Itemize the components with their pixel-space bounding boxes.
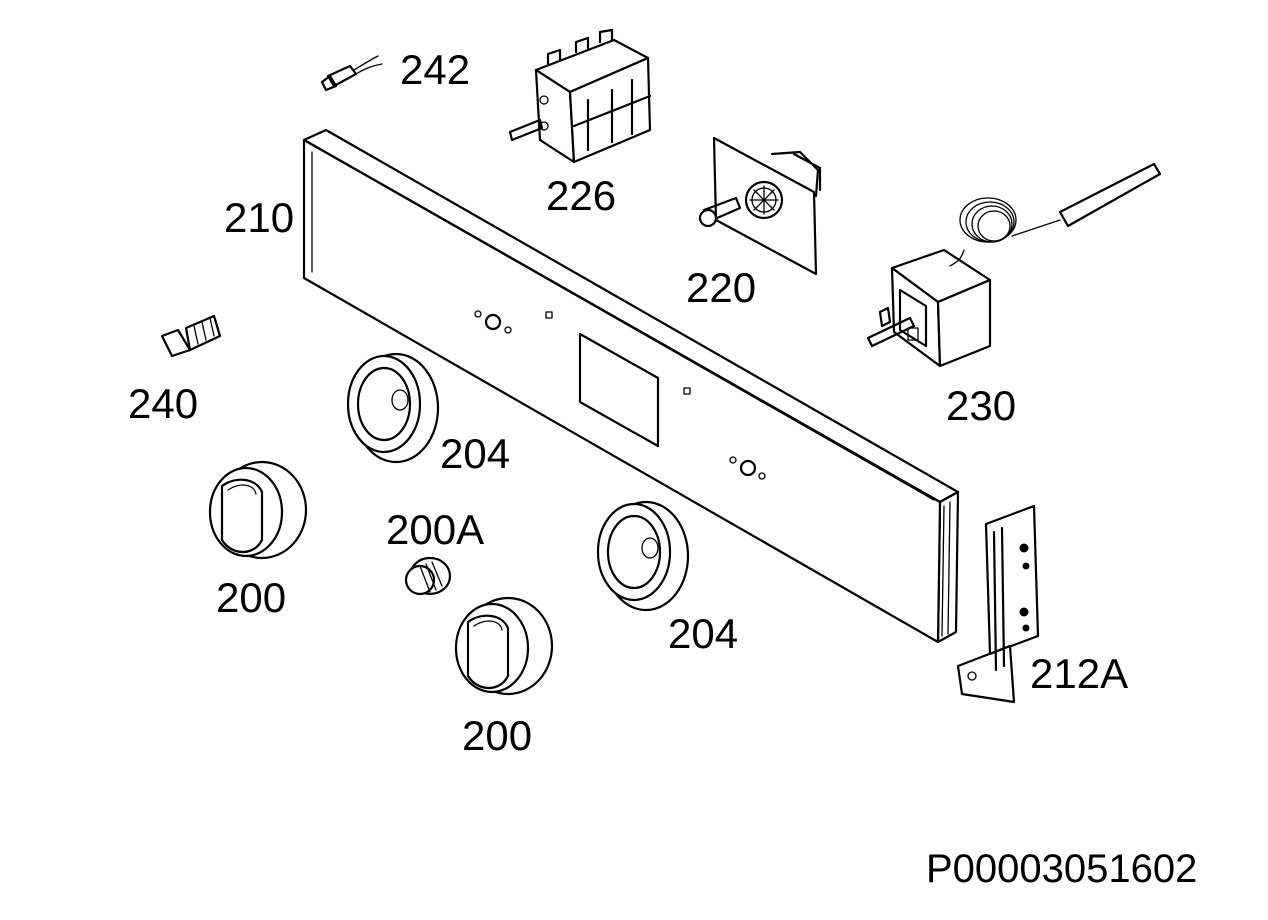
timer-220 (698, 136, 822, 276)
control-knob-200-left (208, 460, 308, 560)
label-204-left: 204 (440, 430, 510, 477)
drawing-reference-number: P00003051602 (926, 847, 1197, 891)
label-200A: 200A (386, 506, 484, 553)
label-210: 210 (224, 194, 294, 241)
knob-bezel-204-right (596, 500, 690, 612)
control-panel-210 (302, 128, 960, 644)
label-240: 240 (128, 380, 198, 427)
label-242: 242 (400, 46, 470, 93)
label-200-left: 200 (216, 574, 286, 621)
lamp-242 (320, 55, 383, 92)
label-200-bottom: 200 (462, 712, 532, 759)
label-226: 226 (546, 172, 616, 219)
thermostat-230 (866, 162, 1162, 368)
small-knob-200A (404, 556, 452, 596)
label-220: 220 (686, 264, 756, 311)
label-204-right: 204 (668, 610, 738, 657)
selector-switch-226 (508, 28, 652, 164)
screw-240 (160, 314, 222, 358)
label-230: 230 (946, 382, 1016, 429)
knob-bezel-204-left (346, 352, 440, 464)
control-knob-200-bottom (454, 596, 554, 696)
bracket-212A (956, 504, 1040, 704)
label-212A: 212A (1030, 650, 1128, 697)
